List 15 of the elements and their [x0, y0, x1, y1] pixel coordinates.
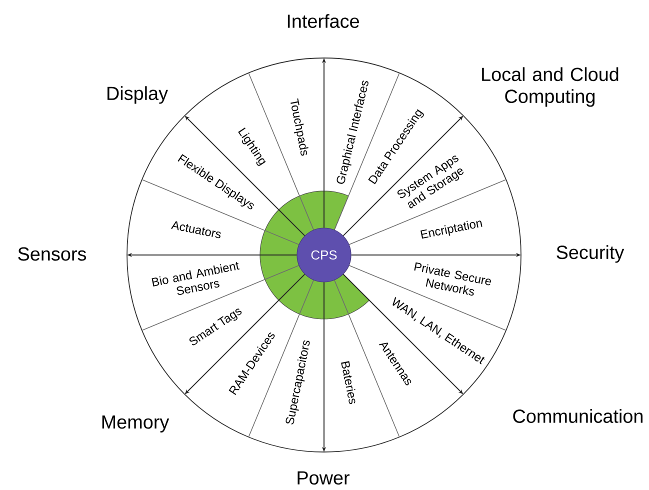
category-label: Sensors [18, 247, 86, 261]
category-label: Security [556, 245, 624, 263]
sector-label: Encriptation [420, 220, 482, 239]
category-label: Memory [102, 416, 170, 432]
sector-label: Private Secure Networks [414, 262, 491, 296]
category-label: Display [108, 86, 168, 104]
sector-label: Bio and Ambient Sensors [152, 262, 240, 295]
category-label: Interface [288, 14, 359, 28]
sector-label: Actuators [170, 221, 221, 238]
sector-label: Bateries [341, 361, 356, 404]
sector-label: Touchpads [290, 98, 308, 156]
sector-label: Graphical Interfaces [336, 80, 368, 184]
category-label: Local and Cloud Computing [482, 67, 618, 107]
category-label: Communication [513, 409, 642, 423]
category-label: Power [298, 471, 350, 485]
